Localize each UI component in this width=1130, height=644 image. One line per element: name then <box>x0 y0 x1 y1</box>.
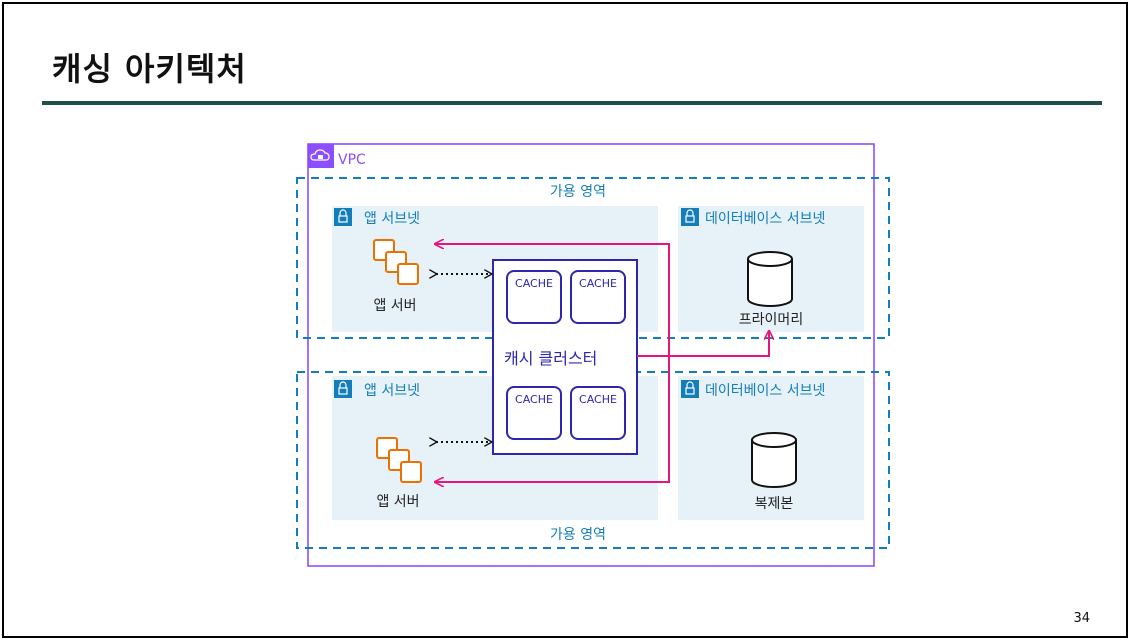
db-subnet-bottom-label: 데이터베이스 서브넷 <box>705 383 825 399</box>
lock-icon <box>334 208 352 226</box>
cache-node <box>570 270 626 324</box>
database-icon <box>751 432 797 488</box>
app-subnet-top-label: 앱 서브넷 <box>364 211 420 227</box>
app-server-icon <box>373 239 419 285</box>
cache-node <box>506 270 562 324</box>
cache-node-label: CACHE <box>579 277 617 290</box>
vpc-icon <box>308 144 334 168</box>
cache-node <box>570 386 626 440</box>
az-bottom-label: 가용 영역 <box>550 527 606 543</box>
title-divider <box>42 101 1102 105</box>
flow-arrow-to-app-top <box>436 244 670 356</box>
az-top-label: 가용 영역 <box>550 184 606 200</box>
flow-arrow-to-primary <box>637 332 769 357</box>
flow-arrow-to-app-bottom <box>436 356 670 482</box>
replica-db-label: 복제본 <box>755 496 794 512</box>
cache-node-label: CACHE <box>515 393 553 406</box>
app-subnet-bottom-label: 앱 서브넷 <box>364 383 420 399</box>
page-title: 캐싱 아키텍처 <box>52 50 247 88</box>
availability-zone-top <box>296 177 890 339</box>
db-subnet-top-label: 데이터베이스 서브넷 <box>705 211 825 227</box>
cache-node <box>506 386 562 440</box>
lock-icon <box>681 380 699 398</box>
lock-icon <box>334 380 352 398</box>
architecture-diagram: VPC 가용 영역 가용 영역 앱 서브넷 데이터베이스 서브넷 앱 서브 <box>296 143 890 567</box>
page-number: 34 <box>1073 611 1090 626</box>
vpc-label: VPC <box>338 152 366 168</box>
lock-icon <box>681 208 699 226</box>
cache-node-label: CACHE <box>579 393 617 406</box>
database-icon <box>747 251 793 307</box>
cache-node-label: CACHE <box>515 277 553 290</box>
app-server-top-label: 앱 서버 <box>373 298 416 314</box>
app-server-bottom-label: 앱 서버 <box>376 494 419 510</box>
vpc-boundary <box>307 143 875 567</box>
primary-db-label: 프라이머리 <box>739 312 803 328</box>
app-server-icon <box>376 437 422 483</box>
cache-cluster-label: 캐시 클러스터 <box>504 349 597 368</box>
